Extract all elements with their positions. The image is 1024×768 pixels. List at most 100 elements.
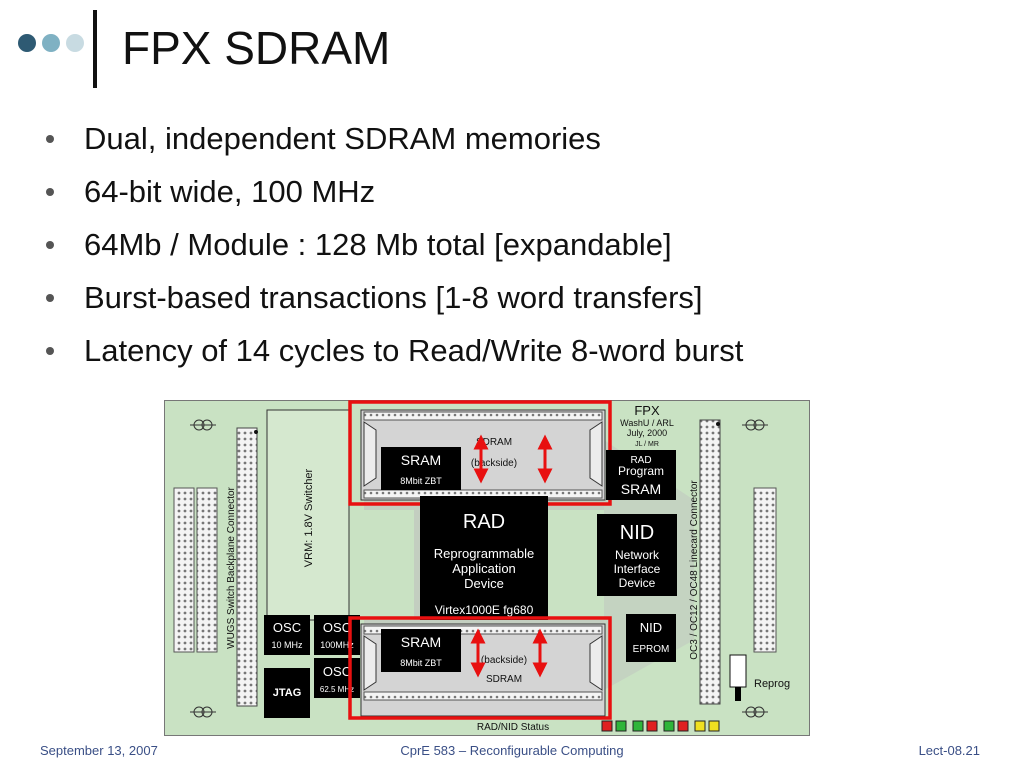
fpx-credit-3: JL / MR: [635, 441, 659, 448]
mounting-hole-icon: [742, 419, 768, 431]
fpx-title: FPX: [634, 403, 660, 418]
pin-header: [173, 487, 195, 653]
status-led-icon: [632, 720, 644, 732]
nid-desc-2: Interface: [614, 562, 661, 576]
bullet-text: Dual, independent SDRAM memories: [84, 121, 601, 156]
sdram-top-pins: [363, 411, 603, 421]
osc2-freq: 100MHz: [320, 640, 354, 650]
bullet-item: 64-bit wide, 100 MHz: [42, 165, 1002, 218]
vrm-label: VRM: 1.8V Switcher: [303, 468, 315, 567]
footer-date: September 13, 2007: [40, 743, 158, 758]
sram-bottom-label: SRAM: [401, 634, 441, 650]
nid-desc-3: Device: [619, 576, 656, 590]
reprog-switch-lever: [735, 687, 741, 701]
status-led-icon: [601, 720, 613, 732]
sram-top-label: SRAM: [401, 452, 441, 468]
osc1-freq: 10 MHz: [271, 640, 303, 650]
footer-course: CprE 583 – Reconfigurable Computing: [400, 743, 624, 758]
pin1-marker: [716, 422, 720, 426]
rad-fpga-chip: [420, 496, 548, 620]
bullet-list: Dual, independent SDRAM memories 64-bit …: [42, 112, 1002, 377]
bullet-icon: [46, 294, 54, 302]
status-led-icon: [708, 720, 720, 732]
bullet-item: Burst-based transactions [1-8 word trans…: [42, 271, 1002, 324]
fpx-credit-1: WashU / ARL: [620, 418, 674, 428]
mounting-hole-icon: [190, 419, 216, 431]
bullet-item: 64Mb / Module : 128 Mb total [expandable…: [42, 218, 1002, 271]
title-decoration-dots: [18, 34, 90, 54]
osc1-title: OSC: [273, 620, 301, 635]
connector-latch: [363, 635, 377, 691]
status-led-icon: [663, 720, 675, 732]
backplane-label: WUGS Switch Backplane Connector: [226, 486, 237, 648]
pin-header: [196, 487, 218, 653]
bullet-icon: [46, 241, 54, 249]
status-led-icon: [646, 720, 658, 732]
backplane-connector: [236, 427, 258, 707]
decoration-dot-light: [66, 34, 84, 52]
jtag-label: JTAG: [273, 687, 302, 699]
nid-desc-1: Network: [615, 548, 660, 562]
rad-title: RAD: [463, 511, 505, 533]
backside-top-label: (backside): [471, 458, 517, 469]
rad-desc-2: Application: [452, 561, 516, 576]
nid-eprom-label-1: NID: [640, 620, 662, 635]
sram-bottom-chip: [381, 629, 461, 672]
osc3-title: OSC: [323, 664, 351, 679]
bullet-text: Burst-based transactions [1-8 word trans…: [84, 280, 703, 315]
rad-program-label-2: Program: [618, 464, 664, 478]
decoration-dot-mid: [42, 34, 60, 52]
osc-100mhz-chip: [314, 615, 360, 655]
nid-chip: [597, 514, 677, 596]
reprog-switch-icon: [729, 654, 747, 688]
connector-latch: [589, 635, 603, 691]
footer-lecture: Lect-08.21: [918, 743, 980, 758]
title-divider: [93, 10, 97, 88]
linecard-label: OC3 / OC12 / OC48 Linecard Connector: [689, 480, 700, 660]
osc2-title: OSC: [323, 620, 351, 635]
bullet-icon: [46, 347, 54, 355]
mounting-hole-icon: [190, 706, 216, 718]
bullet-item: Latency of 14 cycles to Read/Write 8-wor…: [42, 324, 1002, 377]
fpx-credit-2: July, 2000: [627, 428, 667, 438]
status-label: RAD/NID Status: [477, 722, 549, 733]
osc-62mhz-chip: [314, 658, 360, 698]
rad-desc-3: Device: [464, 576, 504, 591]
sdram-bottom-highlight: [348, 616, 612, 720]
linecard-connector: [699, 419, 721, 705]
backside-bottom-label: (backside): [481, 655, 527, 666]
connector-latch: [363, 421, 377, 487]
bullet-item: Dual, independent SDRAM memories: [42, 112, 1002, 165]
bullet-icon: [46, 188, 54, 196]
status-led-icon: [694, 720, 706, 732]
bullet-text: Latency of 14 cycles to Read/Write 8-wor…: [84, 333, 744, 368]
nid-eprom-label-2: EPROM: [633, 644, 670, 655]
osc3-freq: 62.5 MHz: [320, 685, 354, 694]
sdram-bottom-pins-bottom: [363, 691, 603, 701]
status-led-icon: [615, 720, 627, 732]
osc-10mhz-chip: [264, 615, 310, 655]
connector-latch: [589, 421, 603, 487]
pin-header: [753, 487, 777, 653]
rad-program-sram-chip: [606, 450, 676, 500]
fpx-board-diagram: WUGS Switch Backplane Connector VRM: 1.8…: [164, 400, 810, 736]
nid-eprom-chip: [626, 614, 676, 662]
nid-title: NID: [620, 522, 654, 544]
pin1-marker: [254, 430, 258, 434]
sdram-bottom-label: SDRAM: [486, 674, 522, 685]
sram-bottom-sub: 8Mbit ZBT: [400, 658, 442, 668]
sram-top-sub: 8Mbit ZBT: [400, 476, 442, 486]
sdram-top-label: SDRAM: [476, 437, 512, 448]
reprog-label: Reprog: [754, 678, 790, 690]
rad-desc-1: Reprogrammable: [434, 546, 534, 561]
vrm-block: [266, 409, 350, 621]
bullet-text: 64-bit wide, 100 MHz: [84, 174, 376, 209]
slide-title: FPX SDRAM: [122, 22, 391, 74]
status-led-icon: [677, 720, 689, 732]
rad-program-label-1: RAD: [630, 455, 651, 466]
mounting-hole-icon: [742, 706, 768, 718]
bullet-icon: [46, 135, 54, 143]
sram-top-chip: [381, 447, 461, 490]
rad-program-label-3: SRAM: [621, 481, 661, 497]
decoration-dot-dark: [18, 34, 36, 52]
